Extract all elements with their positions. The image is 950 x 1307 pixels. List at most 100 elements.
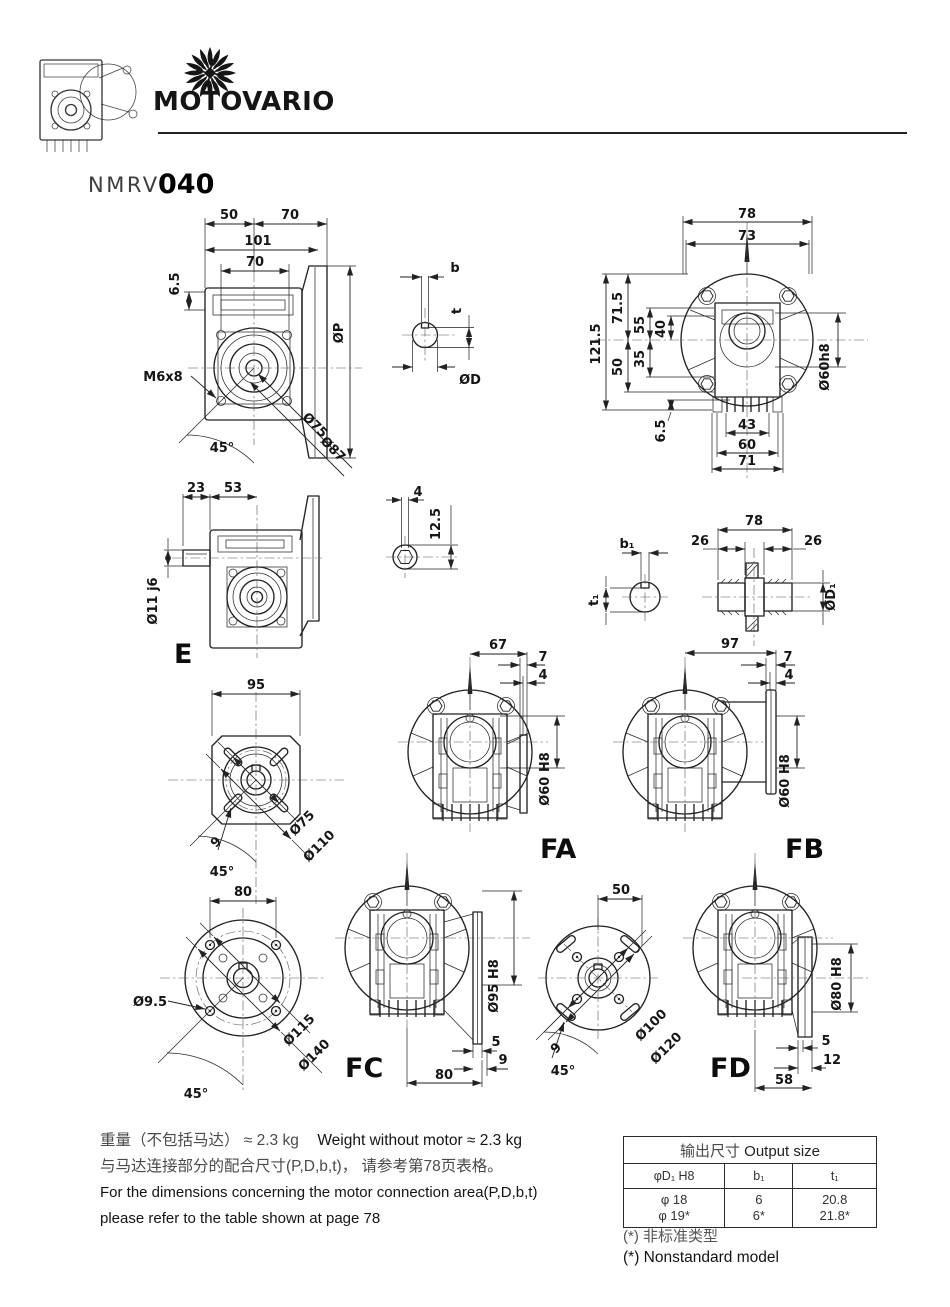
t1-standard: 20.8 xyxy=(822,1192,848,1207)
svg-text:80: 80 xyxy=(435,1068,453,1083)
svg-text:FB: FB xyxy=(785,834,824,865)
svg-text:43: 43 xyxy=(738,418,756,433)
page-title: NMRV 040 xyxy=(88,169,214,200)
view-input-shaft-section: b t ØD xyxy=(392,261,481,388)
svg-text:23: 23 xyxy=(187,481,205,496)
svg-text:4: 4 xyxy=(538,668,547,683)
svg-text:t: t xyxy=(450,308,465,314)
weight-note-en: Weight without motor ≈ 2.3 kg xyxy=(317,1132,522,1149)
svg-text:ØP: ØP xyxy=(332,323,347,344)
svg-text:95: 95 xyxy=(247,678,265,693)
svg-text:ØD: ØD xyxy=(459,373,481,388)
svg-text:5: 5 xyxy=(821,1034,830,1049)
svg-text:Ø110: Ø110 xyxy=(301,828,339,866)
svg-text:Ø11 j6: Ø11 j6 xyxy=(146,577,161,624)
svg-text:9: 9 xyxy=(498,1053,507,1068)
view-output-shaft: b₁ t₁ 78 26 26 ØD₁ xyxy=(587,514,839,646)
svg-text:121.5: 121.5 xyxy=(589,323,604,364)
footnote-cn: (*) 非标准类型 xyxy=(623,1228,718,1245)
svg-text:Ø9.5: Ø9.5 xyxy=(133,995,167,1010)
gearbox-thumbnail-drawing xyxy=(39,59,138,152)
svg-text:6.5: 6.5 xyxy=(168,272,183,295)
brand-logotype: MOTOVARIO xyxy=(153,87,335,117)
svg-text:Ø80 H8: Ø80 H8 xyxy=(830,957,845,1011)
table-footnotes: (*) 非标准类型 (*) Nonstandard model xyxy=(623,1226,779,1268)
svg-text:35: 35 xyxy=(633,350,648,368)
svg-text:26: 26 xyxy=(691,534,709,549)
svg-text:M6x8: M6x8 xyxy=(143,370,182,385)
svg-text:78: 78 xyxy=(745,514,763,529)
svg-text:97: 97 xyxy=(721,637,739,652)
svg-text:45°: 45° xyxy=(210,865,235,880)
svg-text:Ø75: Ø75 xyxy=(287,808,318,839)
fit-note-cn: 与马达连接部分的配合尺寸(P,D,b,t)， 请参考第78页表格。 xyxy=(100,1158,503,1175)
d1-nonstandard: φ 19* xyxy=(658,1208,690,1223)
svg-text:40: 40 xyxy=(654,320,669,338)
svg-text:26: 26 xyxy=(804,534,822,549)
svg-text:73: 73 xyxy=(738,229,756,244)
svg-text:6.5: 6.5 xyxy=(654,419,669,442)
svg-text:50: 50 xyxy=(611,358,626,376)
view-side-e: 23 53 Ø11 j6 E xyxy=(146,481,322,670)
table-title: 输出尺寸 Output size xyxy=(623,1136,877,1164)
svg-text:45°: 45° xyxy=(184,1087,209,1102)
svg-text:ØD₁: ØD₁ xyxy=(824,583,839,611)
svg-text:Ø140: Ø140 xyxy=(296,1037,334,1075)
svg-text:45°: 45° xyxy=(210,441,235,456)
view-square-flange: 95 Ø75 Ø110 9 45° xyxy=(168,678,344,904)
svg-text:b₁: b₁ xyxy=(620,537,635,552)
view-hex-detail: 4 12.5 xyxy=(386,485,460,578)
svg-text:Ø60 H8: Ø60 H8 xyxy=(778,754,793,808)
svg-text:E: E xyxy=(174,639,192,670)
svg-text:7: 7 xyxy=(783,650,792,665)
view-fd: Ø80 H8 5 12 58 FD xyxy=(683,853,868,1092)
svg-text:71: 71 xyxy=(738,454,756,469)
view-round-flange: 80 Ø9.5 Ø115 Ø140 45° xyxy=(133,885,333,1102)
weight-note-cn: 重量（不包括马达） ≈ 2.3 kg xyxy=(100,1132,299,1149)
view-fd-flange: 50 Ø100 Ø120 9 45° xyxy=(535,883,686,1079)
svg-text:70: 70 xyxy=(246,255,264,270)
svg-text:12.5: 12.5 xyxy=(429,508,444,540)
t1-nonstandard: 21.8* xyxy=(819,1208,850,1223)
view-back: 121.5 71.5 55 40 35 50 6.5 Ø60h8 78 73 4… xyxy=(589,207,868,478)
svg-text:4: 4 xyxy=(413,485,422,500)
col-header-d1: φD₁ H8 xyxy=(622,1163,726,1189)
svg-text:71.5: 71.5 xyxy=(611,292,626,324)
svg-text:50: 50 xyxy=(220,208,238,223)
svg-text:55: 55 xyxy=(633,316,648,334)
view-side-top: 50 70 101 70 6.5 M6x8 ØP Ø75 Ø87 45° xyxy=(143,208,362,477)
svg-text:80: 80 xyxy=(234,885,252,900)
svg-text:4: 4 xyxy=(784,668,793,683)
svg-text:12: 12 xyxy=(823,1053,841,1068)
col-header-t1: t₁ xyxy=(792,1163,877,1189)
svg-text:t₁: t₁ xyxy=(587,594,602,606)
footnote-en: (*) Nonstandard model xyxy=(623,1249,779,1266)
notes-block: 重量（不包括马达） ≈ 2.3 kg Weight without motor … xyxy=(100,1128,625,1232)
svg-text:Ø60h8: Ø60h8 xyxy=(818,343,833,390)
svg-text:5: 5 xyxy=(491,1035,500,1050)
svg-text:53: 53 xyxy=(224,481,242,496)
model-series: NMRV xyxy=(88,173,160,197)
table-title-en: Output size xyxy=(744,1142,821,1160)
svg-text:Ø120: Ø120 xyxy=(648,1030,686,1068)
d1-standard: φ 18 xyxy=(660,1192,688,1207)
svg-text:Ø87: Ø87 xyxy=(317,434,348,465)
svg-text:FD: FD xyxy=(710,1053,751,1084)
svg-text:78: 78 xyxy=(738,207,756,222)
svg-text:101: 101 xyxy=(244,234,271,249)
svg-text:67: 67 xyxy=(489,638,507,653)
svg-text:FA: FA xyxy=(540,834,576,865)
svg-text:Ø95 H8: Ø95 H8 xyxy=(487,959,502,1013)
svg-text:9: 9 xyxy=(548,1040,565,1057)
svg-text:50: 50 xyxy=(612,883,630,898)
svg-text:45°: 45° xyxy=(551,1064,576,1079)
svg-text:70: 70 xyxy=(281,208,299,223)
svg-text:7: 7 xyxy=(538,650,547,665)
weight-note: 重量（不包括马达） ≈ 2.3 kg Weight without motor … xyxy=(100,1128,625,1154)
b1-standard: 6 xyxy=(755,1192,763,1207)
fit-note-en-line2: please refer to the table shown at page … xyxy=(100,1210,381,1227)
view-fc: Ø95 H8 5 9 80 FC xyxy=(335,853,530,1087)
cell-t1: 20.8 21.8* xyxy=(792,1188,877,1228)
cell-d1: φ 18 φ 19* xyxy=(622,1188,726,1228)
